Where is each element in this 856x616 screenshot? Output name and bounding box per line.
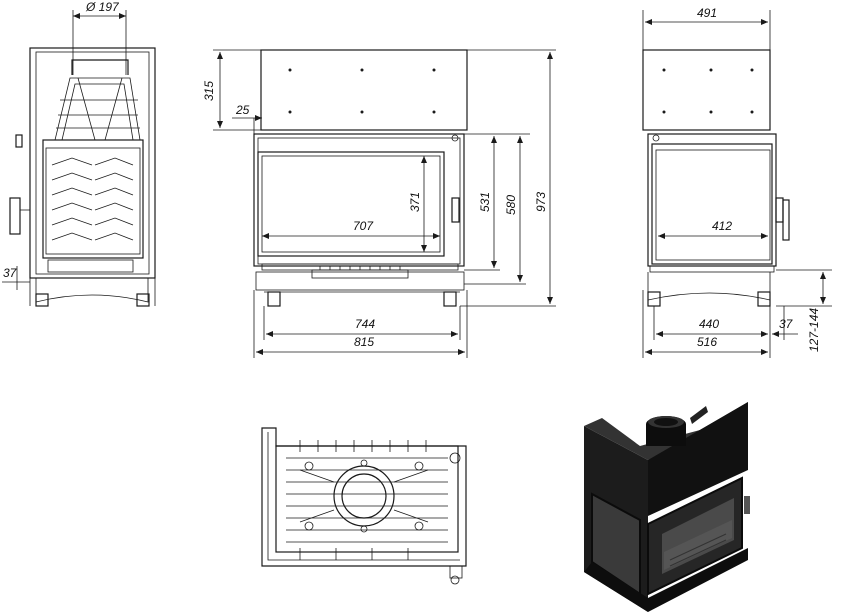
side-view: Ø 197 xyxy=(2,0,156,307)
dim-right-top-width: 491 xyxy=(697,6,717,20)
dim-right-offset-37: 37 xyxy=(779,317,794,331)
dim-frame-height: 580 xyxy=(504,195,518,215)
front-view: 315 25 707 371 531 580 973 744 815 xyxy=(202,49,556,358)
fireplace-3d-render xyxy=(584,402,750,612)
top-view xyxy=(261,427,467,585)
dim-right-base-width: 440 xyxy=(699,317,719,331)
dim-total-height: 973 xyxy=(534,192,548,212)
dim-total-width: 815 xyxy=(354,335,374,349)
dim-offset-25: 25 xyxy=(235,103,250,117)
dim-side-offset: 37 xyxy=(3,266,18,280)
dim-door-height: 531 xyxy=(478,192,492,212)
dim-top-panel-height: 315 xyxy=(202,81,216,101)
dim-flue-diameter: Ø 197 xyxy=(85,0,120,14)
dim-base-width: 744 xyxy=(355,317,375,331)
dim-glass-width: 707 xyxy=(353,219,374,233)
dim-right-glass-width: 412 xyxy=(712,219,732,233)
dim-leg-range: 127-144 xyxy=(807,308,821,352)
right-view: 491 412 440 516 37 127-144 xyxy=(642,6,832,358)
dim-glass-height: 371 xyxy=(408,192,422,212)
dim-right-total-width: 516 xyxy=(697,335,717,349)
